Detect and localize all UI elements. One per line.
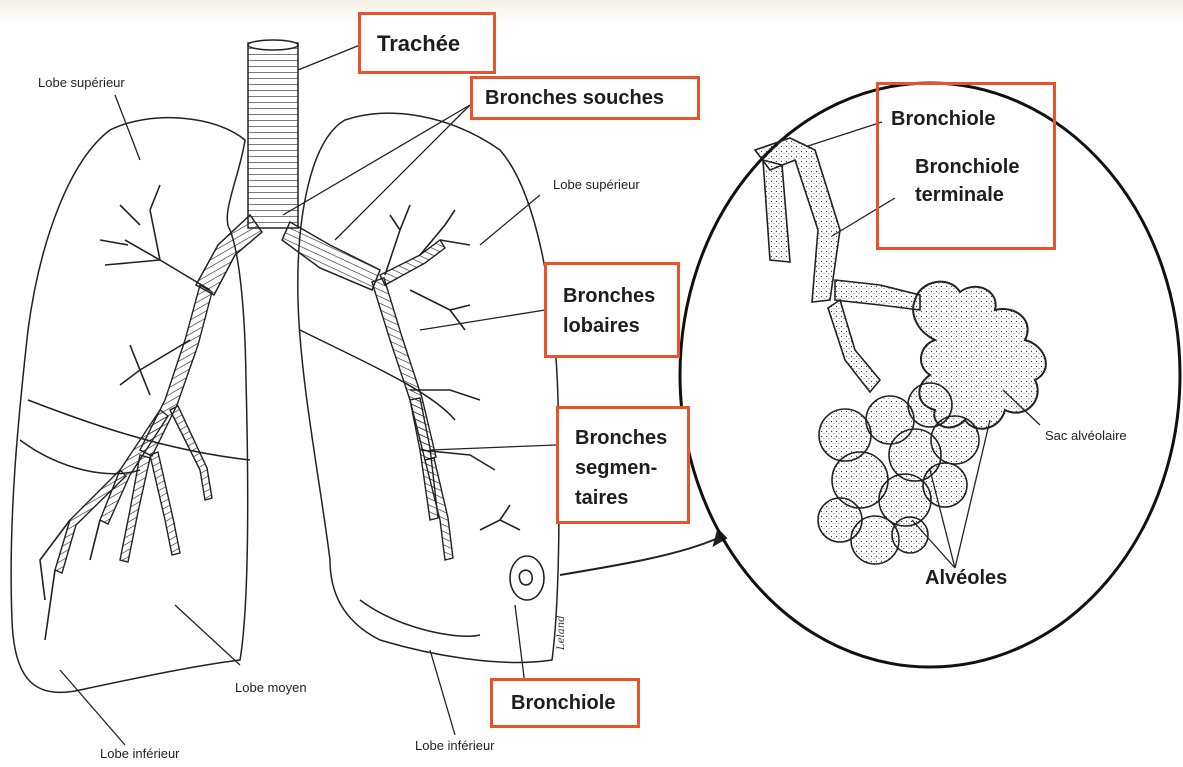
box-bronches-lobaires-line2: lobaires xyxy=(563,311,677,341)
left-bronchial-tree xyxy=(55,285,212,573)
box-bronchiole-terminale-line2: terminale xyxy=(891,181,1053,209)
box-trachee: Trachée xyxy=(358,12,496,74)
box-bronches-souches: Bronches souches xyxy=(470,76,700,120)
box-bronchiole-bottom-text: Bronchiole xyxy=(511,692,637,715)
label-sac-alveolaire: Sac alvéolaire xyxy=(1045,428,1127,443)
artist-signature: Leland xyxy=(556,615,567,650)
box-bronches-souches-text: Bronches souches xyxy=(485,87,697,110)
label-lobe-superieur-right: Lobe supérieur xyxy=(553,177,640,192)
trachea xyxy=(248,40,298,228)
label-alveoles: Alvéoles xyxy=(925,567,1007,590)
box-bronches-segmentaires: Bronches segmen- taires xyxy=(556,406,690,524)
box-bronches-segmentaires-line3: taires xyxy=(575,483,687,513)
left-upper-twigs xyxy=(40,185,210,640)
label-lobe-inferieur-right: Lobe inférieur xyxy=(415,738,495,753)
label-lobe-moyen: Lobe moyen xyxy=(235,680,307,695)
zoom-arrow xyxy=(560,530,726,575)
box-bronchiole-zoom-text: Bronchiole xyxy=(891,105,1053,133)
box-bronchiole-zoom: Bronchiole Bronchiole terminale xyxy=(876,82,1056,250)
box-trachee-text: Trachée xyxy=(377,31,493,57)
bronchiole-marker xyxy=(510,556,544,600)
box-bronches-segmentaires-line2: segmen- xyxy=(575,453,687,483)
box-bronches-segmentaires-line1: Bronches xyxy=(575,423,687,453)
right-bronchial-tree xyxy=(372,240,453,560)
box-bronchiole-bottom: Bronchiole xyxy=(490,678,640,728)
box-bronches-lobaires-line1: Bronches xyxy=(563,281,677,311)
left-lung xyxy=(11,118,250,693)
label-lobe-inferieur-left: Lobe inférieur xyxy=(100,746,180,761)
box-bronches-lobaires: Bronches lobaires xyxy=(544,262,680,358)
main-bronchi xyxy=(196,215,380,295)
label-lobe-superieur-left: Lobe supérieur xyxy=(38,75,125,90)
box-bronchiole-terminale-line1: Bronchiole xyxy=(891,153,1053,181)
